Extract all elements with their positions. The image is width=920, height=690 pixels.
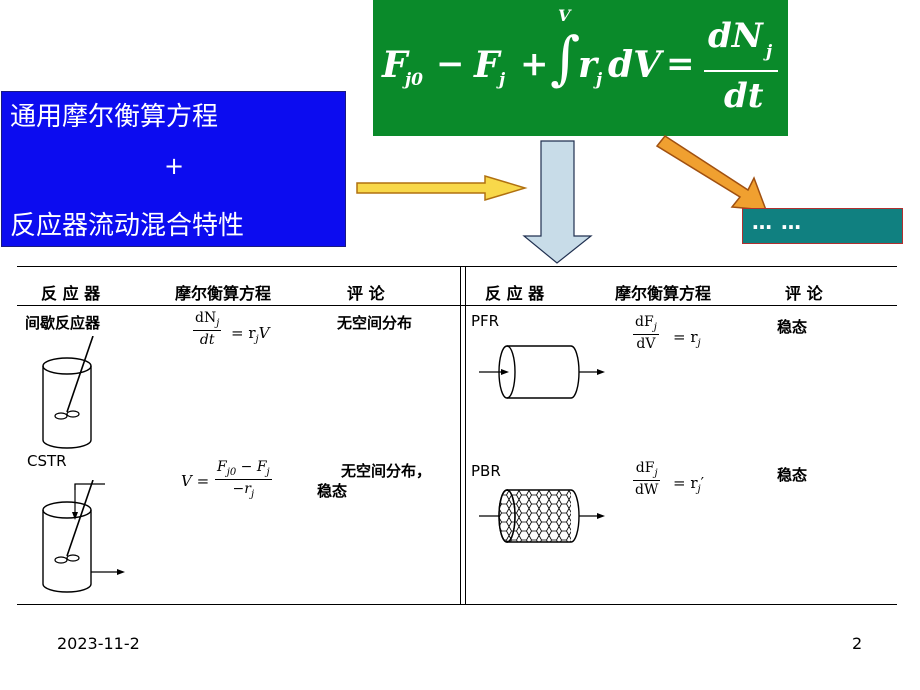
header-comment-left: 评 论 (347, 284, 385, 303)
pfr-rhs: = rj (673, 328, 701, 349)
footer-page-number: 2 (852, 634, 863, 653)
equation-upper-limit: V (558, 6, 571, 25)
equation-num-sub-j: j (766, 42, 773, 62)
pfr-comment: 稳态 (777, 318, 808, 336)
equation-minus: − (436, 44, 465, 84)
equation-denominator: dt (724, 76, 764, 116)
header-equation-left: 摩尔衡算方程 (175, 284, 272, 303)
pbr-comment: 稳态 (777, 466, 808, 484)
equation-sub-j1: j (499, 70, 506, 90)
table-header-line (17, 305, 897, 306)
header-reactor-right: 反 应 器 (485, 284, 545, 303)
batch-fraction: dNj dt (193, 310, 222, 348)
footer-date: 2023-11-2 (57, 634, 140, 653)
equation-dV: dV (608, 44, 662, 86)
equation-box (373, 0, 788, 136)
blue-text-box (1, 91, 346, 247)
table-divider-left (460, 266, 461, 604)
table-bottom-line (17, 604, 897, 605)
header-equation-right: 摩尔衡算方程 (615, 284, 712, 303)
ellipsis-text: … … (752, 210, 802, 234)
diagonal-arrow (655, 135, 768, 211)
equation-fraction-bar (704, 70, 778, 72)
blue-box-plus: + (164, 152, 185, 180)
cstr-name: CSTR (27, 452, 67, 470)
cstr-lhs: V = (181, 472, 210, 490)
equation-numerator: dN (708, 16, 763, 56)
pfr-name: PFR (471, 312, 500, 330)
cstr-comment-line2: 稳态 (317, 482, 348, 500)
pbr-rhs: = rj′ (673, 474, 705, 495)
equation-equals: = (666, 44, 695, 84)
header-reactor-left: 反 应 器 (41, 284, 101, 303)
equation-F1: F (382, 44, 408, 86)
pbr-drawing (479, 489, 605, 543)
blue-box-line1: 通用摩尔衡算方程 (10, 102, 219, 132)
equation-integral: ∫ (550, 24, 581, 92)
cstr-comment-line1: 无空间分布， (341, 462, 432, 480)
cstr-fraction: Fj0 − Fj −rj (215, 459, 272, 500)
pfr-drawing (479, 345, 605, 399)
ellipsis-box (742, 208, 903, 244)
pbr-fraction: dFj dW (633, 460, 661, 498)
header-comment-right: 评 论 (785, 284, 823, 303)
arrows-layer (356, 135, 768, 264)
equation-plus: + (520, 44, 549, 84)
equation-sub-j2: j (596, 70, 603, 90)
reactor-table: 反 应 器 摩尔衡算方程 评 论 反 应 器 摩尔衡算方程 评 论 间歇反应器 … (17, 266, 899, 606)
blue-box-line2: 反应器流动混合特性 (10, 211, 245, 241)
batch-rhs: = rjV (231, 324, 270, 345)
table-divider-right (465, 266, 466, 604)
equation-sub-j0: j0 (405, 70, 423, 90)
table-top-line (17, 266, 897, 267)
equation-F2: F (474, 44, 500, 86)
cstr-drawing (42, 480, 125, 593)
pfr-fraction: dFj dV (633, 314, 659, 352)
pbr-name: PBR (471, 462, 501, 480)
batch-name: 间歇反应器 (25, 314, 101, 332)
batch-reactor-drawing (42, 336, 94, 449)
batch-comment: 无空间分布 (337, 314, 413, 332)
right-arrow (356, 174, 528, 202)
down-arrow (522, 140, 593, 264)
equation-r: r (578, 44, 597, 86)
